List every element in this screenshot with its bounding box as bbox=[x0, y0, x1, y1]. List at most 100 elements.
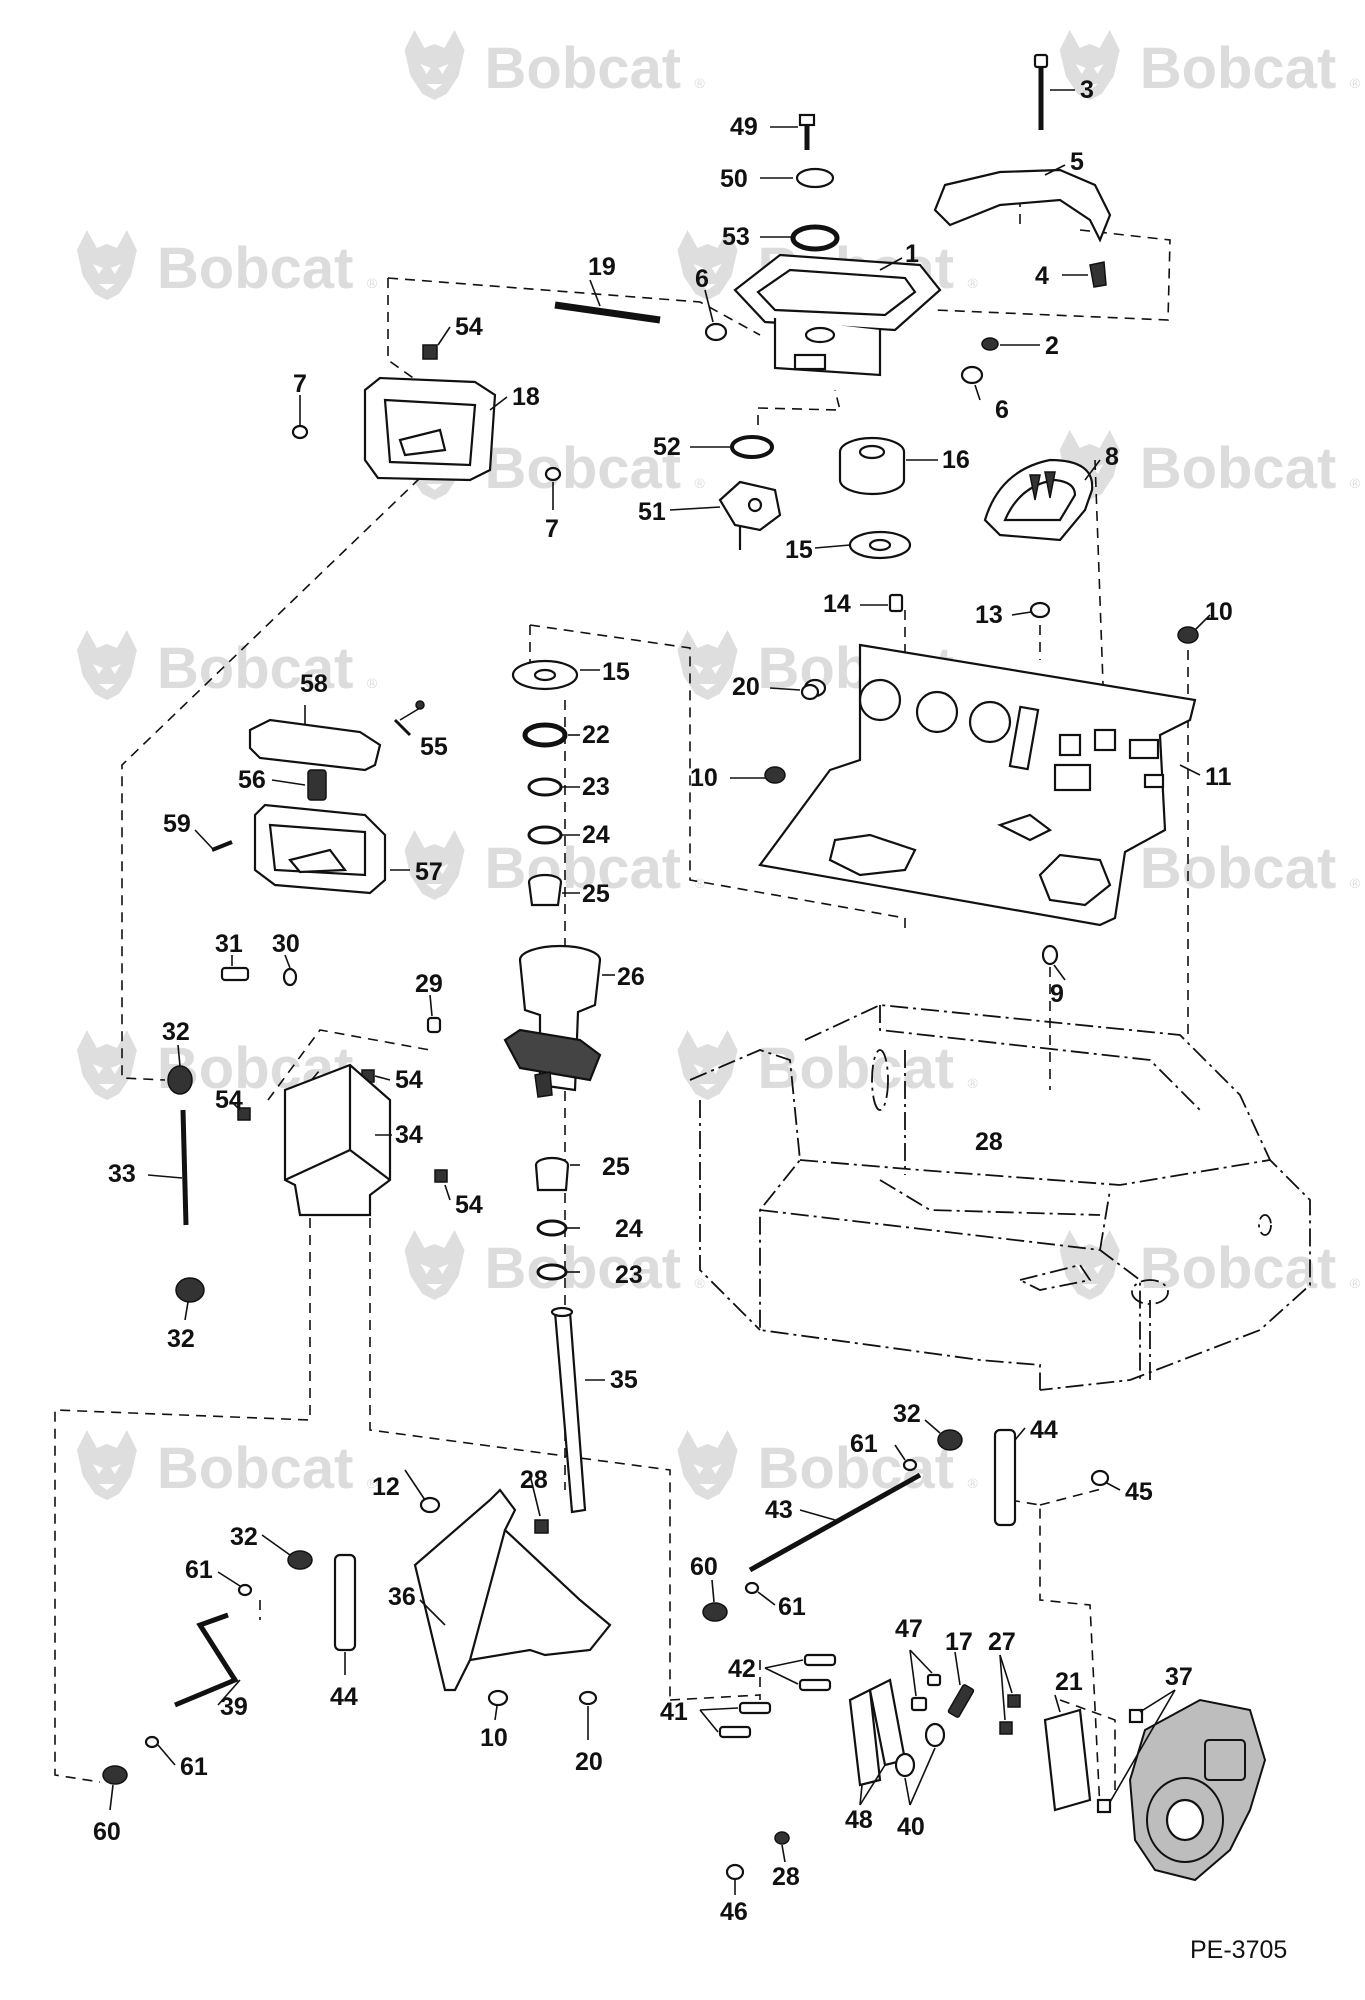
figure-id: PE-3705 bbox=[1190, 1936, 1287, 1964]
callout-2: 2 bbox=[1045, 332, 1059, 360]
callout-12: 12 bbox=[372, 1473, 400, 1501]
bobcat-logo-icon bbox=[677, 1030, 738, 1100]
callout-45: 45 bbox=[1125, 1478, 1153, 1506]
leader-lines bbox=[109, 89, 1211, 1895]
watermark-tile: Bobcat® bbox=[1059, 830, 1361, 901]
watermark-tile: Bobcat® bbox=[76, 1030, 378, 1101]
watermark-registered-mark: ® bbox=[1350, 475, 1361, 491]
callout-51: 51 bbox=[638, 498, 666, 526]
bobcat-logo-icon bbox=[404, 30, 465, 100]
callout-30: 30 bbox=[272, 930, 300, 958]
watermark-registered-mark: ® bbox=[1350, 1275, 1361, 1291]
callout-61: 61 bbox=[185, 1556, 213, 1584]
callout-1: 1 bbox=[905, 240, 919, 268]
machine-frame bbox=[689, 1004, 1311, 1391]
watermark-tile: Bobcat® bbox=[1059, 30, 1361, 101]
callout-23: 23 bbox=[582, 773, 610, 801]
bobcat-logo-icon bbox=[76, 230, 137, 300]
callout-61c: 61 bbox=[850, 1430, 878, 1458]
watermark-tile: Bobcat ® bbox=[1059, 430, 1361, 501]
callout-15b: 15 bbox=[785, 536, 813, 564]
bobcat-logo-icon bbox=[1059, 1230, 1120, 1300]
callout-34: 34 bbox=[395, 1121, 423, 1149]
watermark-tile: Bobcat® bbox=[76, 630, 378, 701]
callout-26: 26 bbox=[617, 963, 645, 991]
watermark-brand: Bobcat bbox=[1140, 436, 1337, 501]
callout-20b: 20 bbox=[575, 1748, 603, 1776]
callout-4: 4 bbox=[1035, 262, 1049, 290]
callout-15: 15 bbox=[602, 658, 630, 686]
callout-23b: 23 bbox=[615, 1261, 643, 1289]
callout-50: 50 bbox=[720, 165, 748, 193]
callout-54b: 54 bbox=[395, 1066, 423, 1094]
callout-56: 56 bbox=[238, 766, 266, 794]
watermark-tile: Bobcat® bbox=[404, 1230, 706, 1301]
callout-7b: 7 bbox=[545, 515, 559, 543]
callout-46: 46 bbox=[720, 1898, 748, 1926]
callout-55: 55 bbox=[420, 733, 448, 761]
bobcat-logo-icon bbox=[76, 1030, 137, 1100]
callout-37: 37 bbox=[1165, 1663, 1193, 1691]
callout-54c: 54 bbox=[215, 1086, 243, 1114]
callout-10c: 10 bbox=[480, 1724, 508, 1752]
callout-20: 20 bbox=[732, 673, 760, 701]
callout-21: 21 bbox=[1055, 1668, 1083, 1696]
watermark-tile: Bobcat® bbox=[404, 830, 706, 901]
watermark-tile: Bobcat® bbox=[404, 30, 706, 101]
watermark-registered-mark: ® bbox=[367, 1075, 378, 1091]
callout-35: 35 bbox=[610, 1366, 638, 1394]
callout-32c: 32 bbox=[230, 1523, 258, 1551]
watermark-registered-mark: ® bbox=[695, 475, 706, 491]
callout-6: 6 bbox=[695, 265, 709, 293]
watermark-registered-mark: ® bbox=[695, 875, 706, 891]
callout-44b: 44 bbox=[330, 1683, 358, 1711]
callout-58: 58 bbox=[300, 670, 328, 698]
callout-32d: 32 bbox=[893, 1400, 921, 1428]
callout-7: 7 bbox=[293, 370, 307, 398]
watermark-brand: Bobcat bbox=[157, 236, 354, 301]
callout-28b: 28 bbox=[520, 1466, 548, 1494]
watermark-registered-mark: ® bbox=[968, 1075, 979, 1091]
callout-41: 41 bbox=[660, 1698, 688, 1726]
bobcat-logo-icon bbox=[677, 630, 738, 700]
callout-61d: 61 bbox=[778, 1593, 806, 1621]
callout-6b: 6 bbox=[995, 396, 1009, 424]
callout-11: 11 bbox=[1205, 763, 1232, 791]
watermark-tile: Bobcat® bbox=[404, 430, 706, 501]
callout-27: 27 bbox=[988, 1628, 1016, 1656]
callout-47: 47 bbox=[895, 1615, 923, 1643]
callout-54d: 54 bbox=[455, 1191, 483, 1219]
callout-39: 39 bbox=[220, 1693, 248, 1721]
parts bbox=[102, 53, 1267, 1882]
callout-49: 49 bbox=[730, 113, 758, 141]
callout-24b: 24 bbox=[615, 1215, 643, 1243]
callout-16: 16 bbox=[942, 446, 970, 474]
callout-32b: 32 bbox=[167, 1325, 195, 1353]
callout-24: 24 bbox=[582, 821, 610, 849]
callout-14: 14 bbox=[823, 590, 851, 618]
callout-25b: 25 bbox=[602, 1153, 630, 1181]
callout-10b: 10 bbox=[690, 764, 718, 792]
watermark-registered-mark: ® bbox=[367, 675, 378, 691]
watermark-tile: Bobcat® bbox=[76, 230, 378, 301]
callout-22: 22 bbox=[582, 721, 610, 749]
callout-17: 17 bbox=[945, 1628, 973, 1656]
watermark-brand: Bobcat bbox=[1140, 36, 1337, 101]
callout-40: 40 bbox=[897, 1813, 925, 1841]
callout-29: 29 bbox=[415, 970, 443, 998]
callout-8: 8 bbox=[1105, 443, 1119, 471]
watermark-tile: Bobcat® bbox=[1059, 1230, 1361, 1301]
bobcat-logo-icon bbox=[76, 630, 137, 700]
callout-9: 9 bbox=[1050, 980, 1064, 1008]
callout-3: 3 bbox=[1080, 76, 1094, 104]
callout-33: 33 bbox=[108, 1160, 136, 1188]
callout-48: 48 bbox=[845, 1806, 873, 1834]
callout-59: 59 bbox=[163, 810, 191, 838]
callout-52: 52 bbox=[653, 433, 681, 461]
callout-labels: 1 2 3 4 5 6 6 7 7 8 9 10 10 10 11 12 13 … bbox=[93, 76, 1233, 1926]
watermark-registered-mark: ® bbox=[1350, 875, 1361, 891]
watermark-brand: Bobcat bbox=[758, 1436, 955, 1501]
callout-19: 19 bbox=[588, 253, 616, 281]
